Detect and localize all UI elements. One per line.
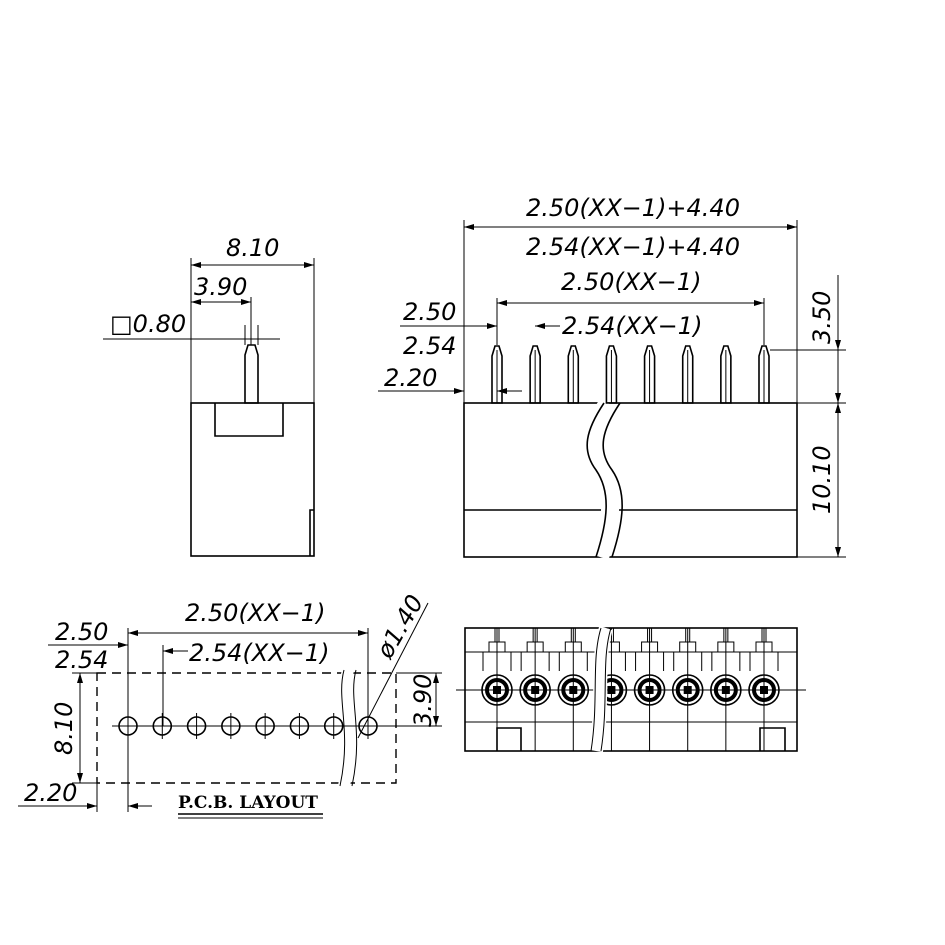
bottom-contacts: [481, 628, 780, 751]
dim-overall-250: 2.50(XX−1)+4.40: [526, 194, 740, 222]
front-pin: [567, 345, 580, 404]
dim-side-pin-size: □0.80: [110, 310, 186, 338]
front-pin: [720, 345, 732, 404]
pcb-height: 8.10: [50, 702, 78, 755]
side-slot: [214, 403, 284, 437]
pcb-hole-dia: ø1.40: [370, 590, 429, 664]
dim-pitch-250: 2.50: [403, 298, 456, 326]
pcb-pitch-254: 2.54: [55, 646, 108, 674]
pcb-pitch-250: 2.50: [55, 618, 108, 646]
side-pin: [244, 344, 259, 404]
dim-side-width: 8.10: [226, 234, 279, 262]
pcb-edge: 2.20: [24, 779, 77, 807]
front-pins: [491, 345, 770, 404]
bottom-contact: [519, 628, 551, 751]
dim-pin-height: 3.50: [808, 291, 836, 344]
pcb-row-offset: 3.90: [409, 674, 437, 727]
dim-body-height: 10.10: [808, 445, 836, 514]
dim-pitch-254: 2.54: [403, 332, 456, 360]
pcb-span-250: 2.50(XX−1): [185, 599, 325, 627]
pcb-outline: [96, 672, 397, 784]
front-pin: [529, 345, 541, 404]
pcb-span-254: 2.54(XX−1): [189, 639, 329, 667]
bottom-contact: [481, 628, 513, 751]
dim-edge: 2.20: [384, 364, 437, 392]
front-pin: [643, 345, 656, 404]
bottom-contact: [557, 628, 590, 751]
bottom-contact: [710, 628, 742, 751]
bottom-view: [456, 625, 806, 753]
dim-span-254: 2.54(XX−1): [562, 312, 702, 340]
side-body: [190, 402, 315, 557]
front-pin: [491, 345, 503, 404]
side-step: [309, 509, 314, 556]
bottom-contact: [748, 628, 780, 751]
front-body: [463, 402, 798, 558]
dim-side-pin-offset: 3.90: [194, 273, 247, 301]
bottom-contact: [633, 628, 666, 751]
dim-span-250: 2.50(XX−1): [561, 268, 701, 296]
front-view: 2.50(XX−1)+4.40 2.54(XX−1)+4.40 2.50(XX−…: [378, 194, 846, 560]
pcb-layout: 2.50(XX−1) 2.54(XX−1) 2.50 2.54 ø1.40 3.…: [18, 590, 442, 819]
bottom-contact: [671, 628, 704, 751]
side-view: 8.10 3.90 □0.80: [103, 234, 315, 557]
front-pin: [605, 345, 618, 404]
front-pin: [758, 345, 770, 404]
front-pin: [681, 345, 694, 404]
pcb-title: P.C.B. LAYOUT: [178, 793, 318, 813]
dim-overall-254: 2.54(XX−1)+4.40: [526, 233, 740, 261]
